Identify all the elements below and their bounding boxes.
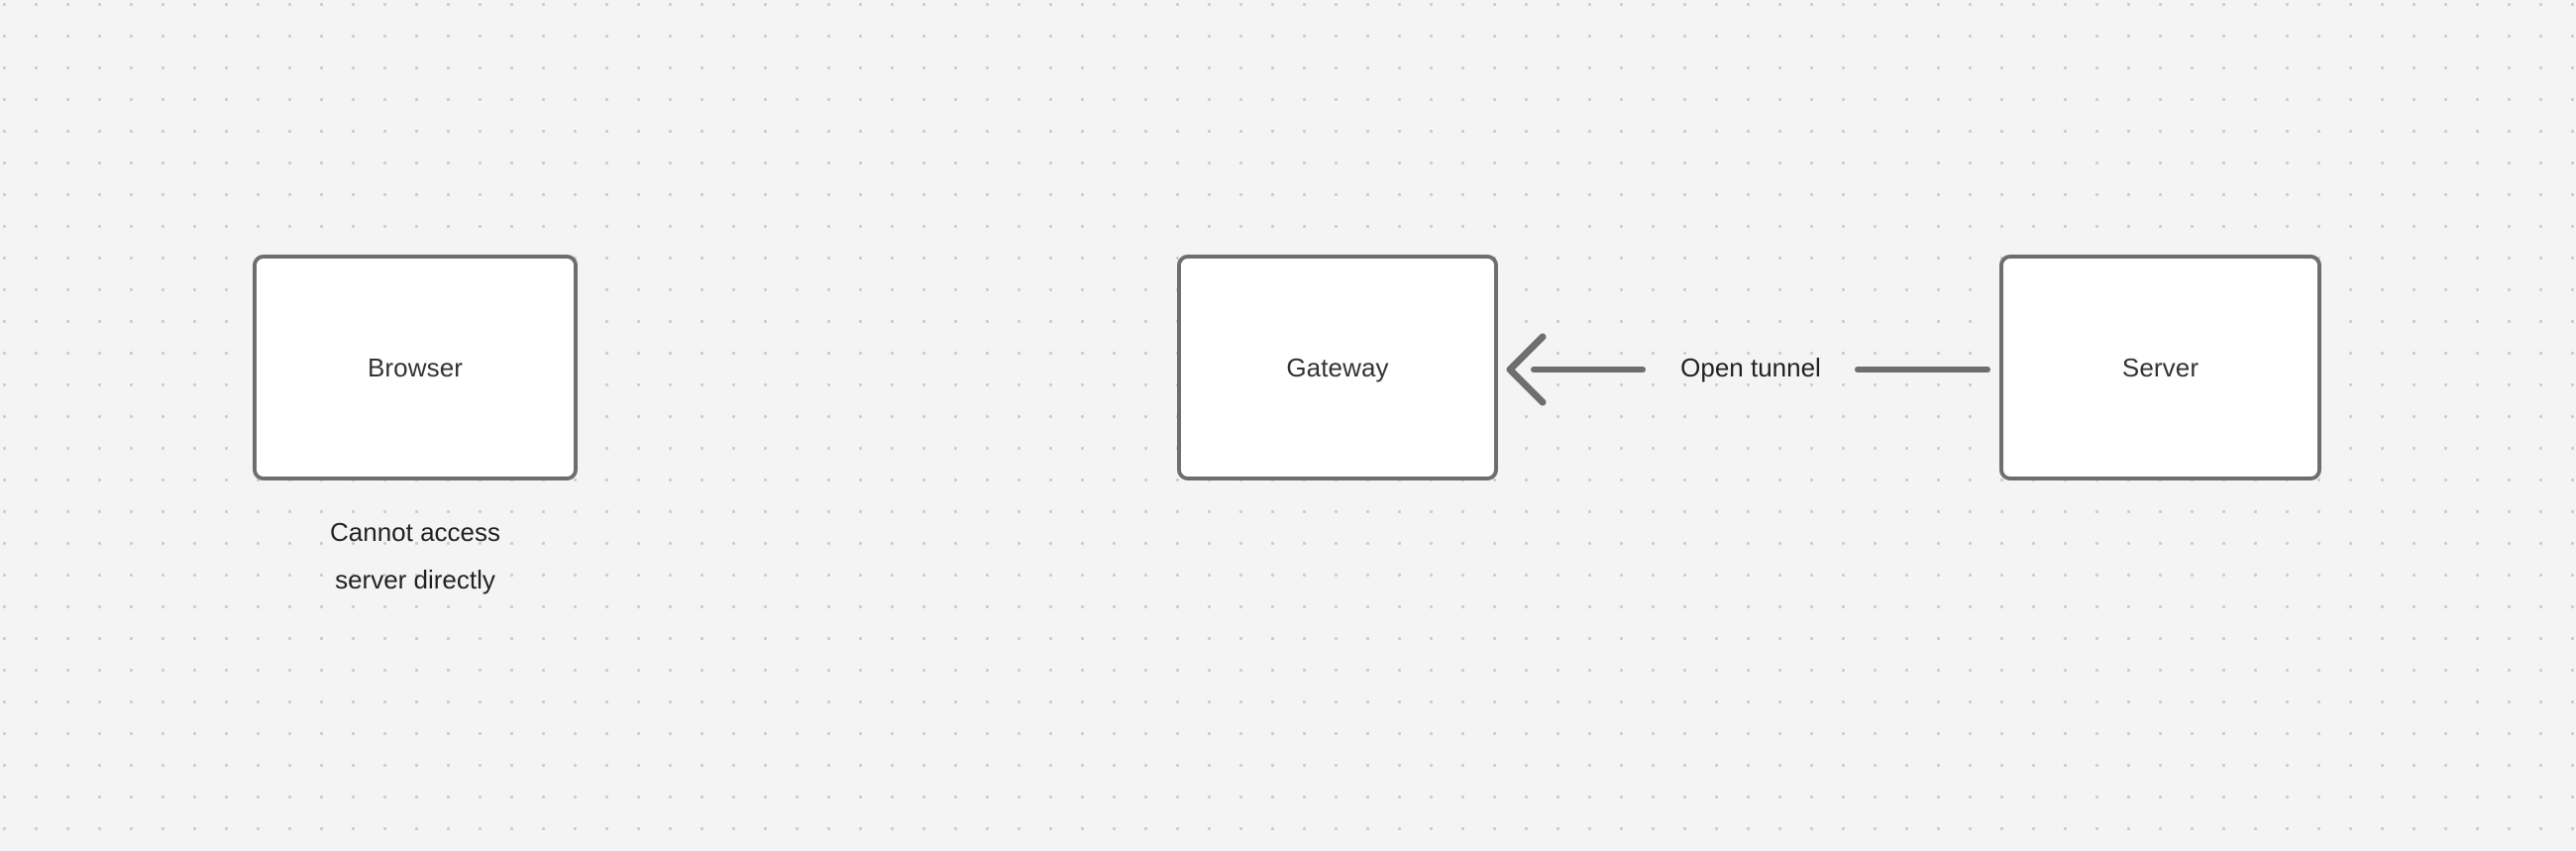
node-browser-label: Browser (367, 353, 464, 382)
node-gateway-label: Gateway (1286, 353, 1389, 382)
browser-note-line-2: server directly (335, 565, 495, 594)
node-server[interactable]: Server (1999, 255, 2321, 480)
edge-label-open-tunnel: Open tunnel (1680, 353, 1821, 382)
node-browser[interactable]: Browser (253, 255, 578, 480)
browser-note: Cannot access server directly (253, 508, 578, 603)
edge-arrowhead-icon (1506, 333, 1547, 406)
node-gateway[interactable]: Gateway (1177, 255, 1498, 480)
browser-note-line-1: Cannot access (330, 517, 500, 547)
node-server-label: Server (2121, 353, 2200, 382)
